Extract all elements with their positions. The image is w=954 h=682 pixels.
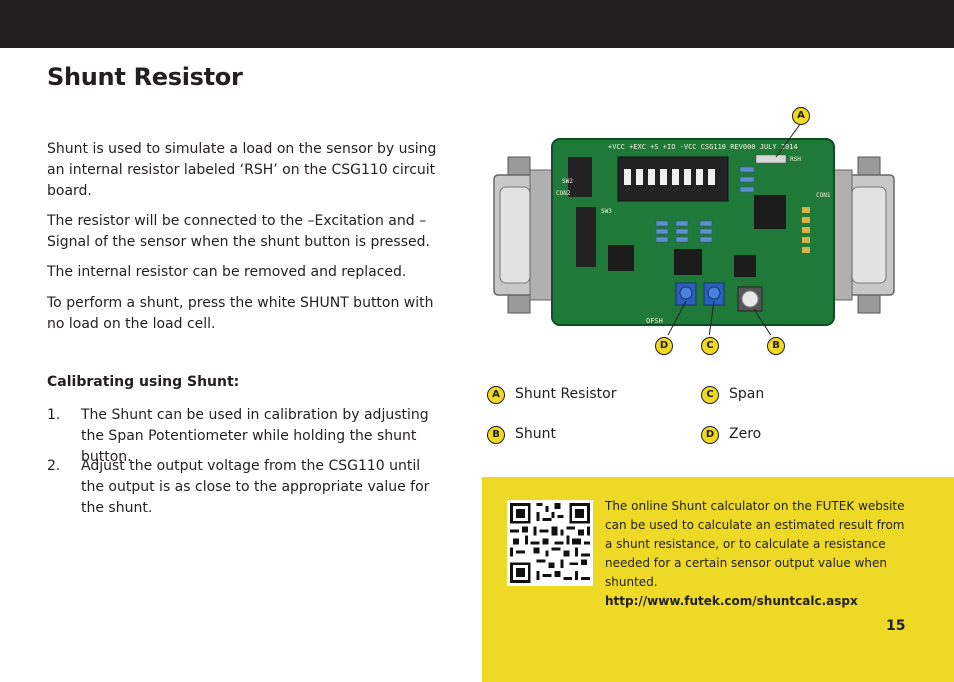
intro-paragraph-3: The internal resistor can be removed and… — [47, 264, 407, 280]
right-db9-connector — [829, 156, 895, 314]
callout-line-d — [667, 300, 687, 335]
legend-badge-d: D — [701, 426, 719, 444]
step-text: Adjust the output voltage from the CSG11… — [81, 458, 430, 516]
silk-con2: CON2 — [556, 190, 571, 197]
note-text: The online Shunt calculator on the FUTEK… — [605, 499, 905, 589]
ic-chip-u3 — [734, 255, 756, 277]
ic-chip-u7 — [674, 249, 702, 275]
calibration-step-2: 2. Adjust the output voltage from the CS… — [47, 456, 447, 520]
legend-label-zero: Zero — [729, 426, 762, 442]
page-title: Shunt Resistor — [47, 63, 243, 91]
silk-con1: CON1 — [816, 192, 831, 199]
shunt-calculator-link[interactable]: http://www.futek.com/shuntcalc.aspx — [605, 594, 858, 608]
switch-sw3 — [576, 207, 596, 267]
legend-label-span: Span — [729, 386, 765, 402]
shunt-calculator-note: The online Shunt calculator on the FUTEK… — [605, 497, 910, 611]
left-db9-connector — [493, 156, 555, 314]
callout-line-a — [775, 125, 801, 158]
ic-chip-u5 — [608, 245, 634, 271]
circuit-board-image: +VCC +EXC +S +IO -VCC CSG110 REV000 JULY… — [493, 125, 895, 335]
step-number: 2. — [47, 458, 61, 474]
intro-paragraph-1: Shunt is used to simulate a load on the … — [47, 141, 437, 199]
span-potentiometer — [703, 282, 725, 306]
calibration-step-1: 1. The Shunt can be used in calibration … — [47, 405, 447, 465]
shunt-resistor-rsh — [755, 154, 787, 164]
callout-badge-c: C — [701, 337, 719, 355]
zero-potentiometer — [675, 282, 697, 306]
silk-sw3: SW3 — [601, 208, 612, 215]
switch-sw2 — [568, 157, 592, 197]
legend-badge-b: B — [487, 426, 505, 444]
callout-badge-b: B — [767, 337, 785, 355]
callout-line-b — [753, 308, 772, 335]
qr-code-icon[interactable] — [507, 500, 593, 586]
callout-badge-a: A — [792, 107, 810, 125]
silk-top-label: +VCC +EXC +S +IO -VCC CSG110 REV000 JULY… — [608, 143, 798, 151]
legend-label-shunt: Shunt — [515, 426, 556, 442]
legend-badge-a: A — [487, 386, 505, 404]
silk-sw2: SW2 — [562, 178, 573, 185]
legend-label-shunt-resistor: Shunt Resistor — [515, 386, 617, 402]
intro-paragraph-4: To perform a shunt, press the white SHUN… — [47, 295, 434, 332]
shunt-button — [737, 286, 763, 312]
ic-chip-u1 — [754, 195, 786, 229]
intro-paragraph-2: The resistor will be connected to the –E… — [47, 213, 430, 250]
silk-ofsh: OFSH — [646, 317, 663, 325]
step-number: 1. — [47, 407, 61, 423]
callout-line-c — [708, 300, 715, 335]
step-text: The Shunt can be used in calibration by … — [81, 407, 429, 465]
silk-rsh: RSH — [790, 156, 801, 163]
top-header-bar — [0, 0, 954, 48]
calibration-heading: Calibrating using Shunt: — [47, 374, 240, 390]
legend-badge-c: C — [701, 386, 719, 404]
callout-badge-d: D — [655, 337, 673, 355]
page-number: 15 — [886, 618, 906, 634]
